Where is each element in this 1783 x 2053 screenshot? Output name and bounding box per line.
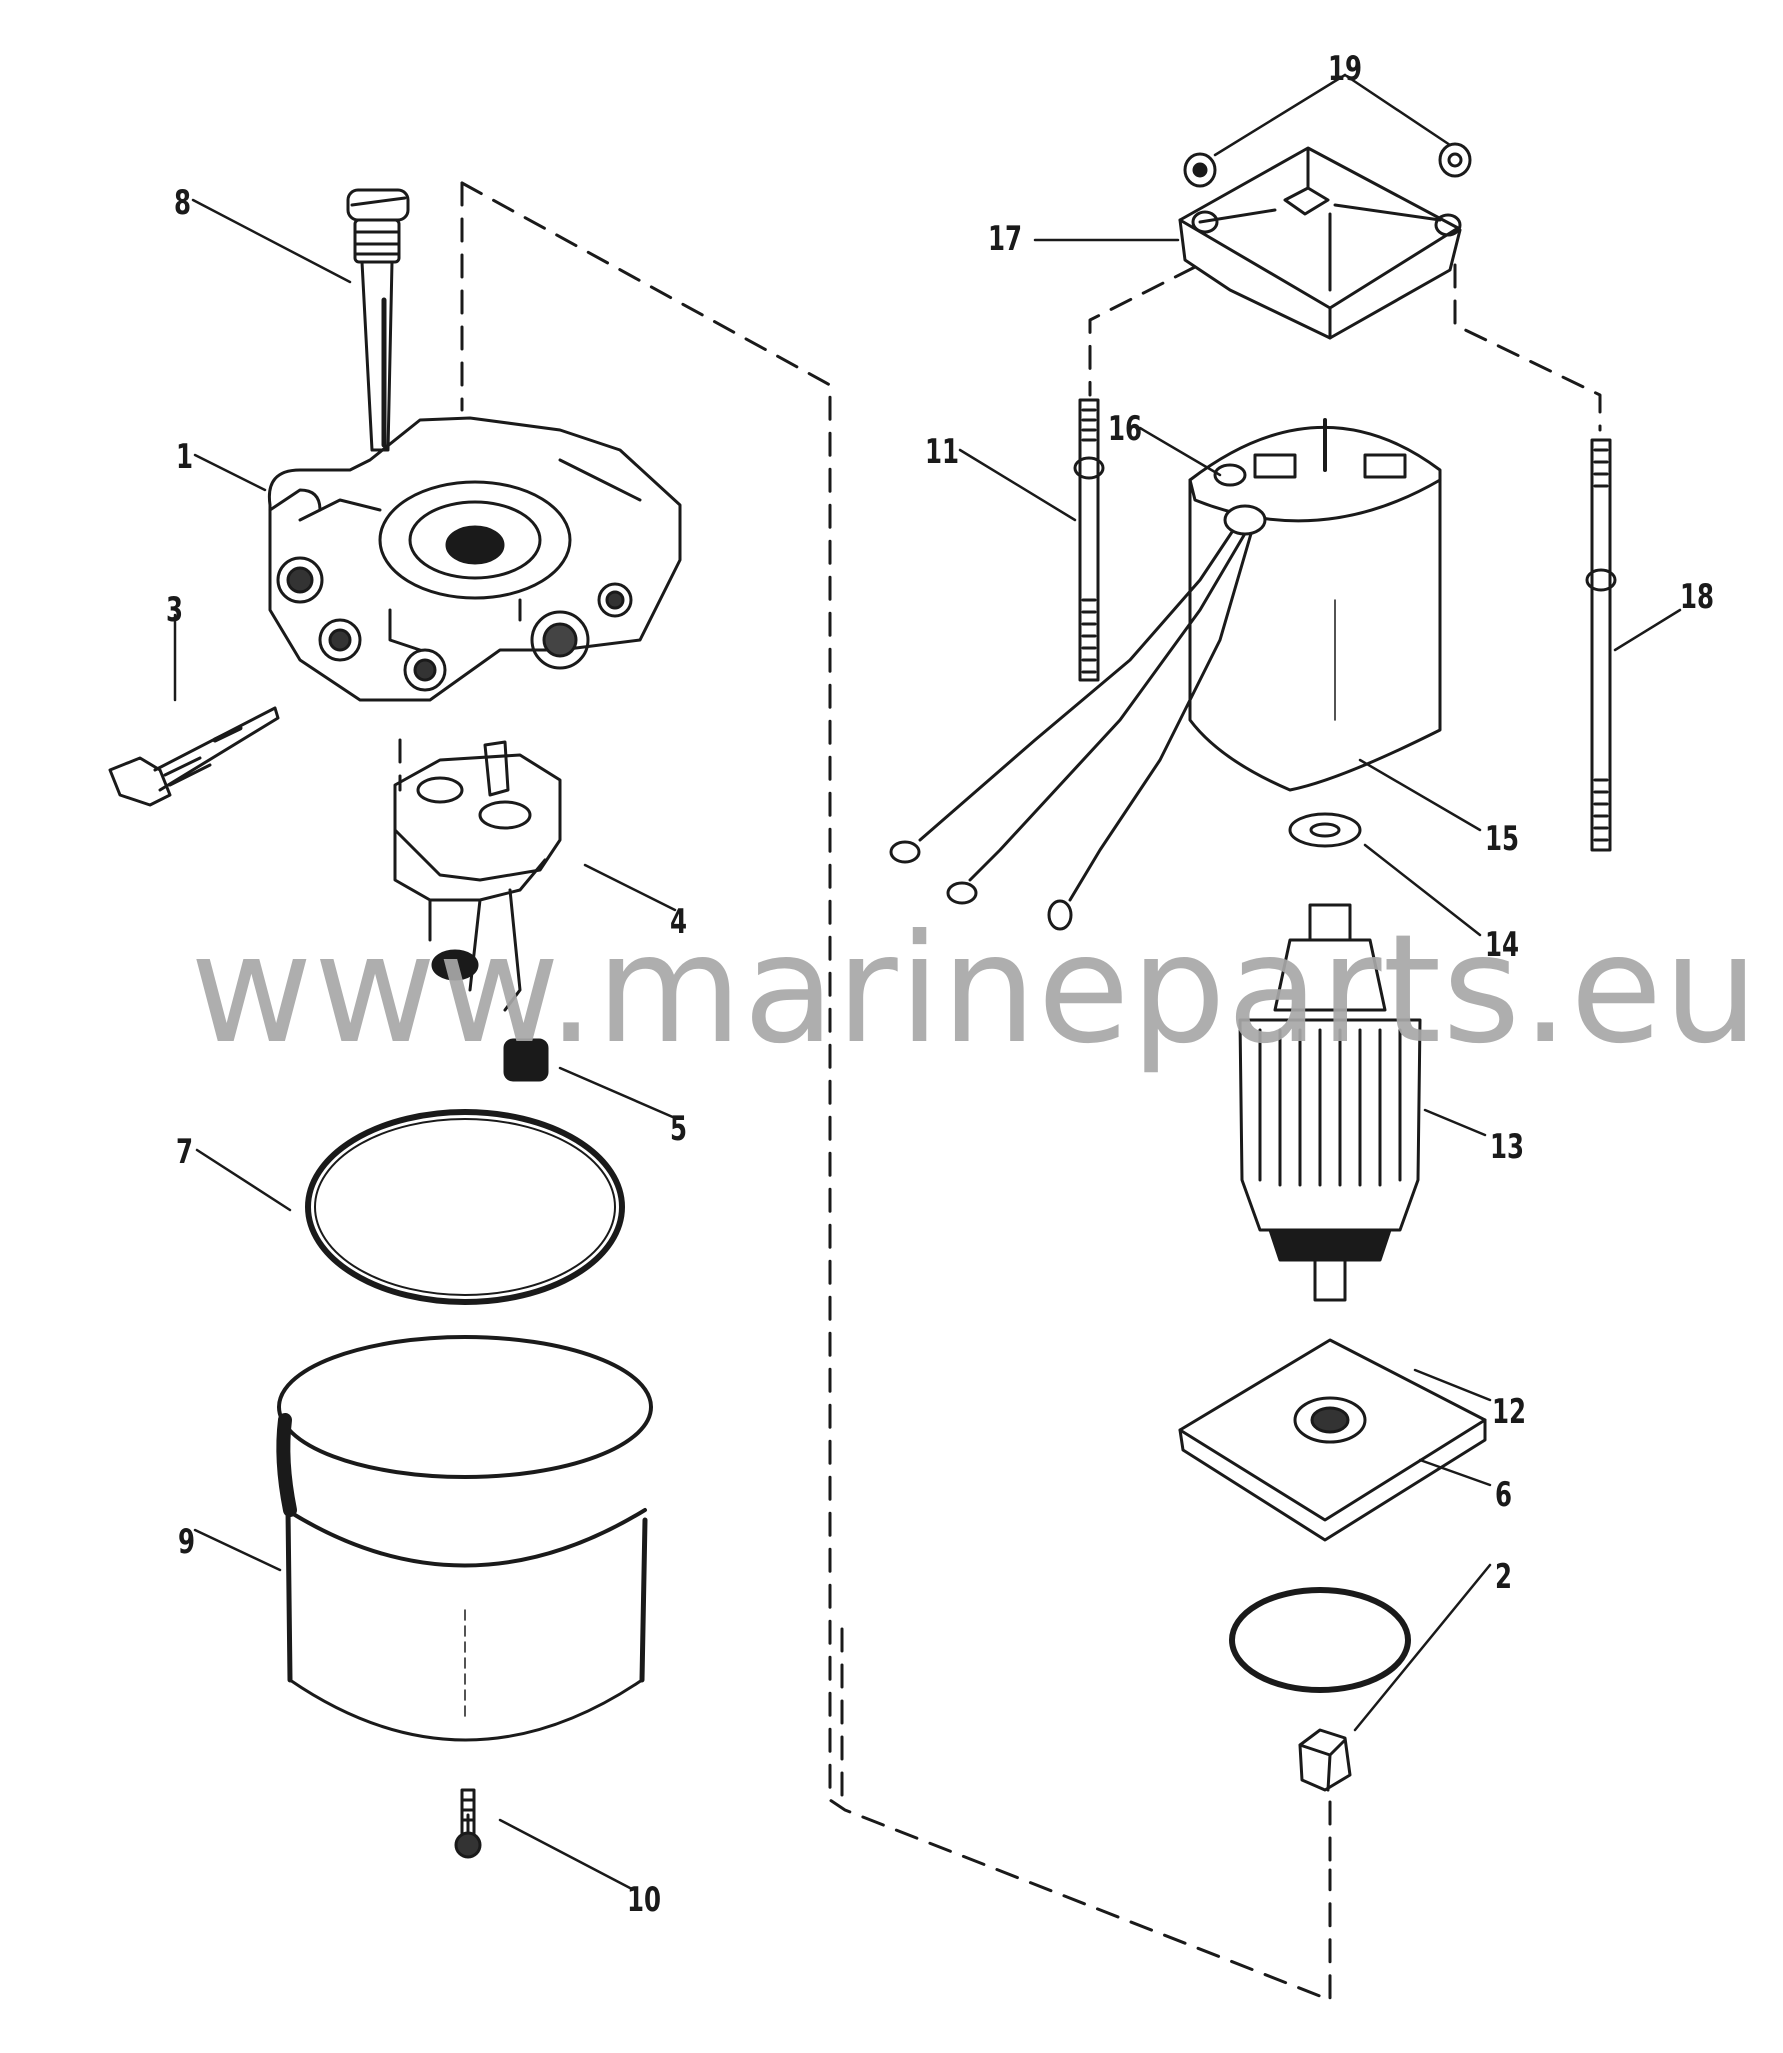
callout-19: 19 bbox=[1328, 49, 1363, 89]
part-15-motor-frame bbox=[1188, 426, 1442, 792]
part-5-filter-plug bbox=[503, 1038, 549, 1082]
part-3-valve-screw bbox=[108, 706, 280, 807]
part-18-through-bolt bbox=[1585, 438, 1617, 852]
callout-11: 11 bbox=[925, 432, 960, 472]
motor-leads bbox=[889, 504, 1267, 931]
callout-12: 12 bbox=[1492, 1392, 1527, 1432]
part-13-armature bbox=[1238, 903, 1422, 1302]
callout-14: 14 bbox=[1485, 925, 1520, 965]
callout-7: 7 bbox=[176, 1132, 194, 1172]
part-10-screw bbox=[454, 1788, 482, 1859]
callout-8: 8 bbox=[174, 183, 192, 223]
callout-15: 15 bbox=[1485, 819, 1520, 859]
callout-4: 4 bbox=[670, 902, 688, 942]
leader-lines bbox=[173, 73, 1682, 1890]
callout-18: 18 bbox=[1680, 577, 1715, 617]
part-6-o-ring-small bbox=[1229, 1587, 1411, 1693]
callout-16: 16 bbox=[1108, 409, 1143, 449]
part-8-fill-plug bbox=[346, 188, 410, 452]
part-1-pump-housing bbox=[267, 416, 682, 702]
callout-9: 9 bbox=[178, 1522, 196, 1562]
part-16-brush-assembly bbox=[1213, 418, 1407, 487]
callout-1: 1 bbox=[176, 437, 194, 477]
callout-2: 2 bbox=[1495, 1557, 1513, 1597]
part-4-pump-gear bbox=[393, 740, 562, 1012]
part-19-nuts bbox=[1183, 142, 1472, 188]
callout-6: 6 bbox=[1495, 1475, 1513, 1515]
callout-5: 5 bbox=[670, 1109, 688, 1149]
callout-10: 10 bbox=[627, 1880, 662, 1920]
part-17-motor-cover bbox=[1178, 146, 1462, 340]
part-11-through-bolt bbox=[1073, 398, 1105, 682]
callout-13: 13 bbox=[1490, 1127, 1525, 1167]
part-7-o-ring bbox=[305, 1109, 625, 1305]
part-9-reservoir bbox=[276, 1335, 653, 1742]
part-12-end-cap bbox=[1178, 1338, 1487, 1542]
part-2-coupler bbox=[1298, 1728, 1352, 1792]
callout-3: 3 bbox=[166, 590, 184, 630]
callout-17: 17 bbox=[988, 219, 1023, 259]
part-14-washer bbox=[1288, 812, 1362, 848]
watermark: www.marineparts.eu bbox=[190, 903, 1760, 1077]
assembly-dashed-outline bbox=[398, 181, 1602, 2002]
